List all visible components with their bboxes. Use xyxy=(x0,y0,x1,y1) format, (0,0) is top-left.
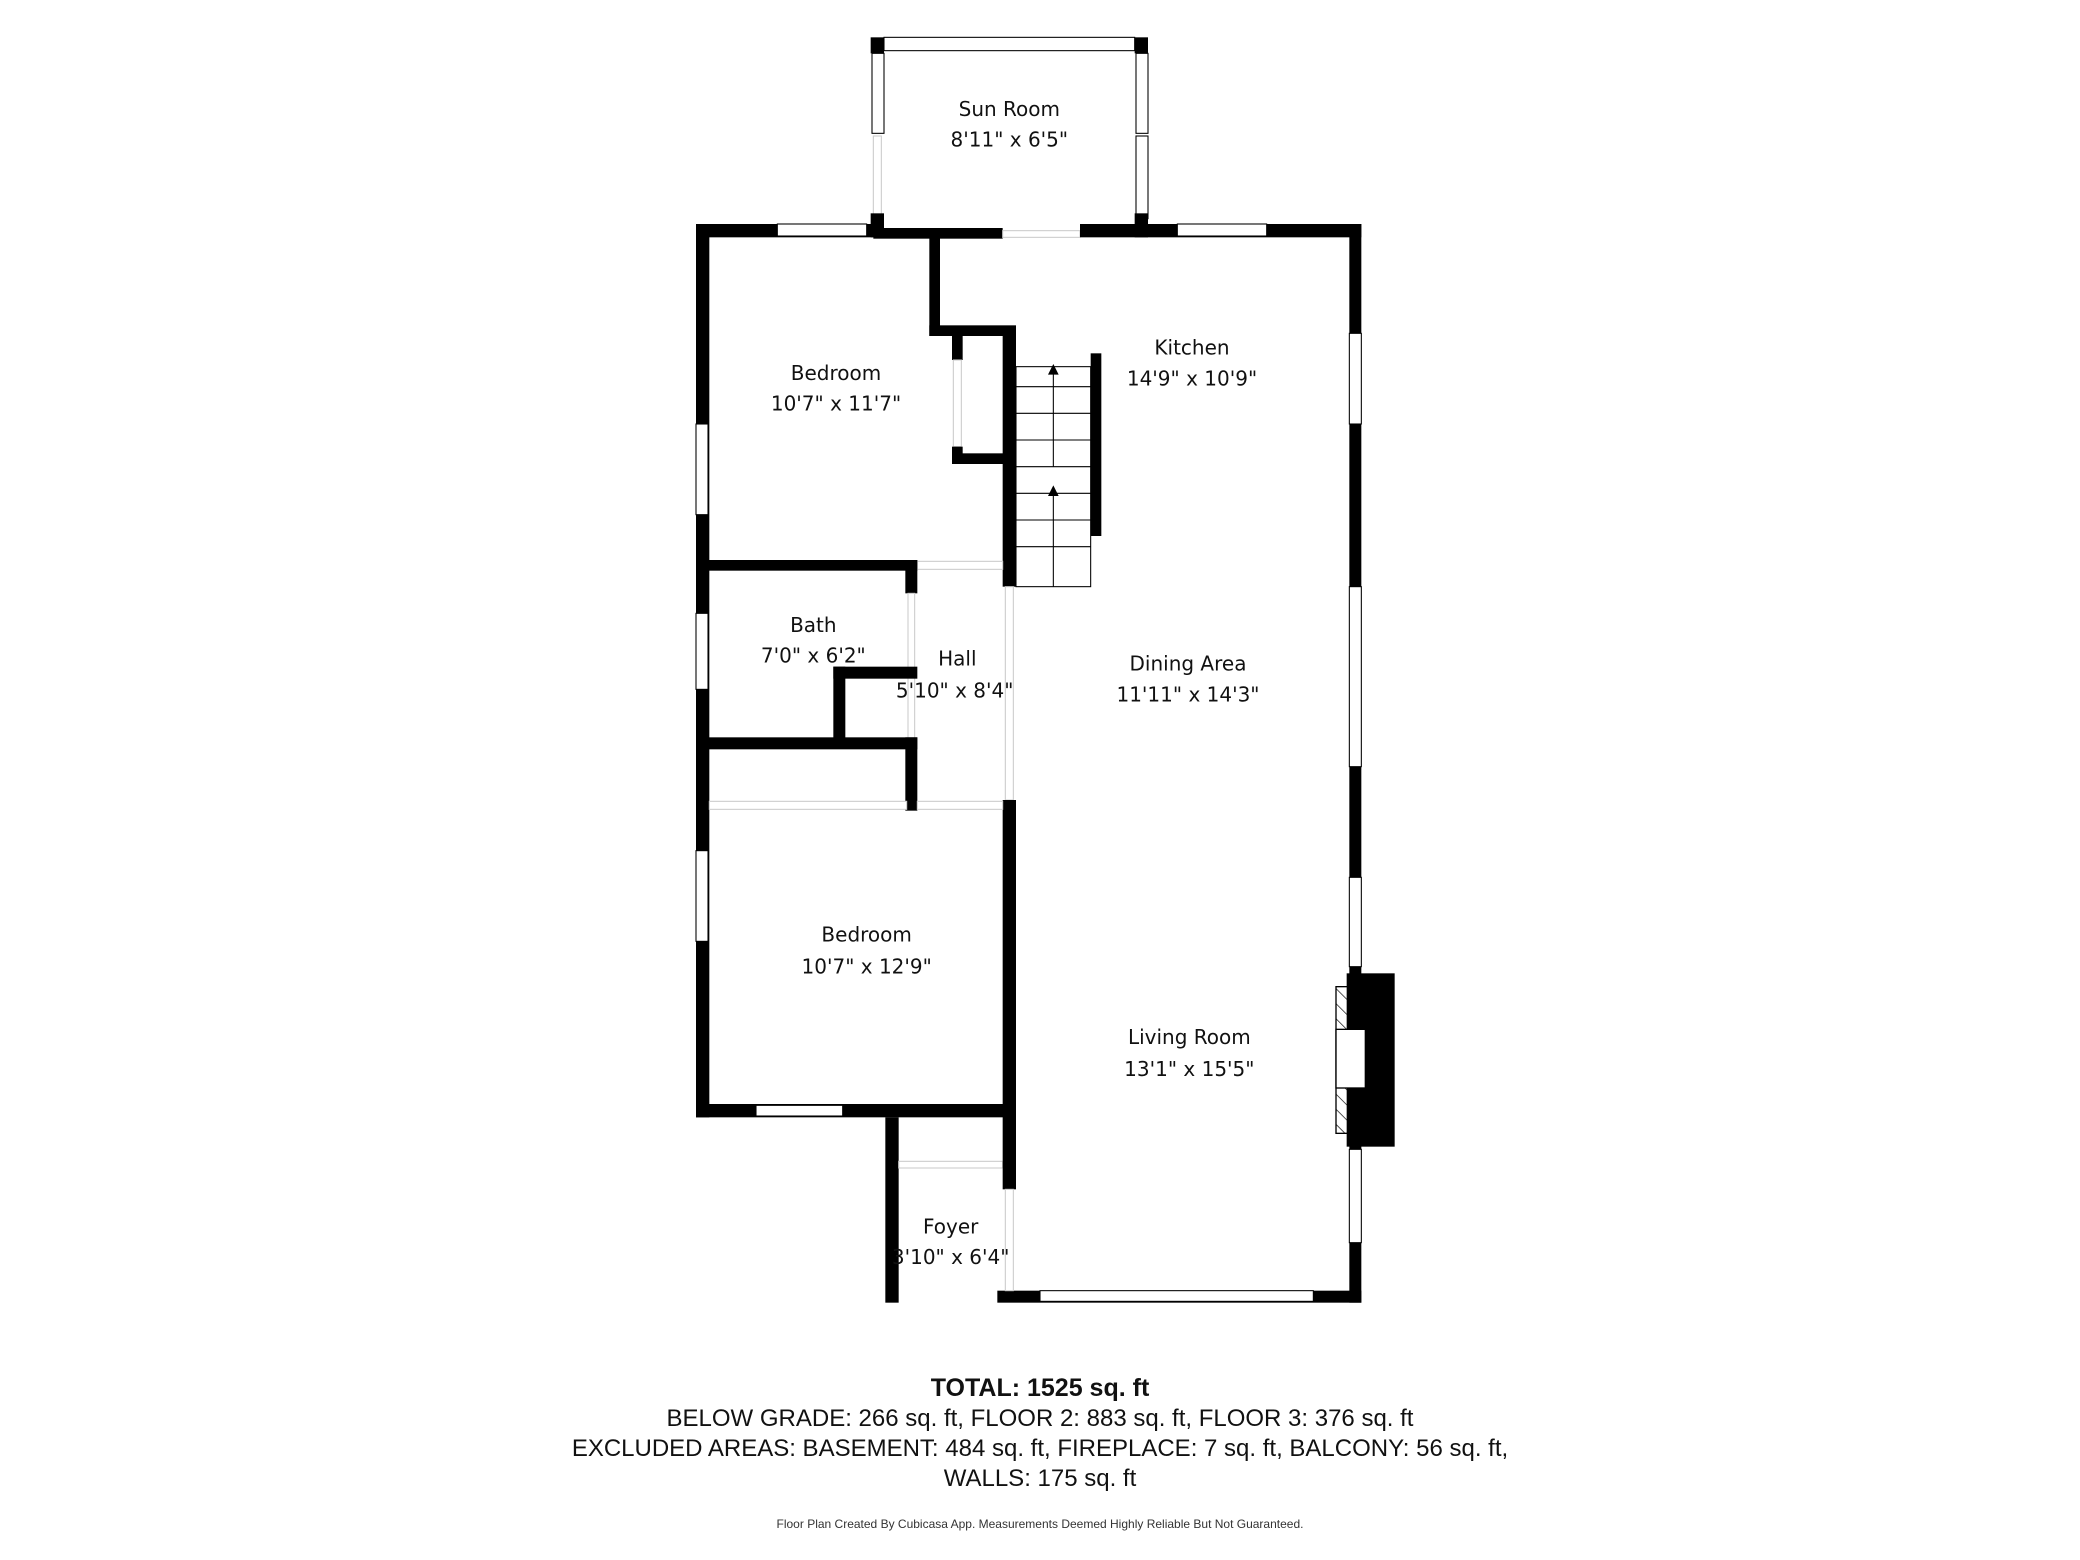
floor-areas: BELOW GRADE: 266 sq. ft, FLOOR 2: 883 sq… xyxy=(666,1405,1414,1432)
room-dims: 8'11" x 6'5" xyxy=(951,128,1069,152)
walls-area: WALLS: 175 sq. ft xyxy=(943,1465,1137,1492)
room-name: Living Room xyxy=(1128,1025,1251,1049)
room-dims: 7'0" x 6'2" xyxy=(761,644,866,668)
room-labels: Sun Room 8'11" x 6'5" Bedroom 10'7" x 11… xyxy=(761,97,1260,1269)
room-dims: 10'7" x 12'9" xyxy=(802,954,932,978)
room-name: Kitchen xyxy=(1154,336,1229,360)
room-dims: 13'1" x 15'5" xyxy=(1124,1057,1254,1081)
room-name: Bedroom xyxy=(821,922,911,946)
disclaimer: Floor Plan Created By Cubicasa App. Meas… xyxy=(776,1517,1304,1531)
walls xyxy=(695,36,1395,1303)
staircase xyxy=(1015,364,1092,588)
room-name: Dining Area xyxy=(1130,652,1247,676)
room-dims: 3'10" x 6'4" xyxy=(892,1245,1010,1269)
room-dims: 10'7" x 11'7" xyxy=(771,392,901,416)
room-name: Bath xyxy=(790,613,837,637)
room-dims: 14'9" x 10'9" xyxy=(1127,366,1257,390)
room-name: Foyer xyxy=(923,1214,979,1238)
stair-arrow-icon xyxy=(1048,364,1059,375)
total-area: TOTAL: 1525 sq. ft xyxy=(930,1374,1150,1402)
room-dims: 11'11" x 14'3" xyxy=(1116,682,1259,706)
room-name: Bedroom xyxy=(791,361,881,385)
stair-arrow-icon xyxy=(1048,485,1059,496)
room-name: Sun Room xyxy=(959,97,1060,121)
room-dims: 5'10" x 8'4" xyxy=(896,678,1014,702)
room-name: Hall xyxy=(938,646,976,670)
excluded-areas: EXCLUDED AREAS: BASEMENT: 484 sq. ft, FI… xyxy=(571,1435,1509,1462)
